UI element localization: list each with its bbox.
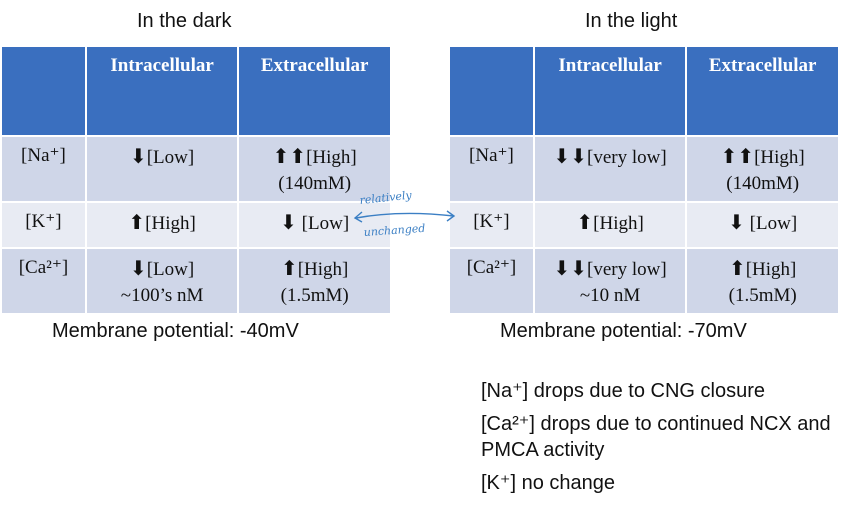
dark-k-extra-value: [Low] (296, 213, 350, 234)
relatively-unchanged-annotation: relatively unchanged (353, 190, 456, 239)
light-na-extra-sub: (140mM) (726, 173, 800, 194)
note-na: [Na⁺] drops due to CNG closure (481, 380, 766, 402)
light-na-extra-value: [High] (754, 147, 805, 168)
dark-row-k: [K⁺] ⬆[High] ⬇ [Low] (2, 203, 390, 247)
light-header-intracellular: Intracellular (534, 47, 686, 135)
dark-title: In the dark (137, 10, 232, 32)
dark-table: Intracellular Extracellular [Na⁺] ⬇[Low]… (0, 45, 392, 315)
light-ca-intra-value: [very low] (587, 259, 667, 280)
arrow-down-icon: ⬇ (129, 256, 147, 280)
dark-na-extra: ⬆⬆[High] (140mM) (239, 137, 390, 201)
dark-k-extra: ⬇ [Low] (239, 203, 390, 247)
light-header-extracellular: Extracellular (687, 47, 838, 135)
dark-header-intracellular: Intracellular (86, 47, 238, 135)
annotation-line-1: relatively (359, 190, 413, 207)
notes: [Na⁺] drops due to CNG closure [Ca²⁺] dr… (481, 378, 831, 503)
double-arrow-down-icon: ⬇⬇ (553, 256, 588, 280)
arrow-up-icon: ⬆ (576, 210, 594, 234)
dark-na-ion: [Na⁺] (2, 137, 85, 201)
dark-ca-intra-sub: ~100’s nM (120, 285, 204, 306)
dark-header-ion (2, 47, 85, 135)
light-ca-extra-sub: (1.5mM) (728, 285, 797, 306)
double-arrow-down-icon: ⬇⬇ (553, 144, 588, 168)
dark-na-intra: ⬇[Low] (86, 137, 238, 201)
light-k-ion: [K⁺] (450, 203, 533, 247)
arrow-up-icon: ⬆ (280, 256, 298, 280)
dark-row-ca: [Ca²⁺] ⬇[Low] ~100’s nM ⬆[High] (1.5mM) (2, 249, 390, 313)
light-na-extra: ⬆⬆[High] (140mM) (687, 137, 838, 201)
note-ca: [Ca²⁺] drops due to continued NCX and PM… (481, 413, 831, 461)
double-arrow-icon (355, 212, 455, 219)
arrow-down-icon: ⬇ (280, 210, 297, 234)
dark-row-na: [Na⁺] ⬇[Low] ⬆⬆[High] (140mM) (2, 137, 390, 201)
light-na-intra-value: [very low] (587, 147, 667, 168)
light-ca-intra: ⬇⬇[very low] ~10 nM (534, 249, 686, 313)
light-ca-intra-sub: ~10 nM (579, 285, 641, 306)
arrow-left-head-icon (353, 211, 363, 223)
dark-na-extra-value: [High] (306, 147, 357, 168)
arrow-down-icon: ⬇ (728, 210, 745, 234)
arrow-down-icon: ⬇ (129, 144, 147, 168)
light-title: In the light (585, 10, 678, 32)
light-ca-ion: [Ca²⁺] (450, 249, 533, 313)
dark-header-row: Intracellular Extracellular (2, 47, 390, 135)
light-row-ca: [Ca²⁺] ⬇⬇[very low] ~10 nM ⬆[High] (1.5mM) (450, 249, 838, 313)
double-arrow-up-icon: ⬆⬆ (272, 144, 307, 168)
light-membrane-potential: Membrane potential: -70mV (500, 320, 747, 342)
light-table: Intracellular Extracellular [Na⁺] ⬇⬇[ver… (448, 45, 840, 315)
light-row-k: [K⁺] ⬆[High] ⬇ [Low] (450, 203, 838, 247)
light-ca-extra: ⬆[High] (1.5mM) (687, 249, 838, 313)
dark-header-extracellular: Extracellular (239, 47, 390, 135)
dark-ca-extra-sub: (1.5mM) (280, 285, 349, 306)
dark-na-intra-value: [Low] (146, 147, 195, 168)
dark-k-intra: ⬆[High] (86, 203, 238, 247)
light-na-ion: [Na⁺] (450, 137, 533, 201)
light-k-extra: ⬇ [Low] (687, 203, 838, 247)
dark-ca-ion: [Ca²⁺] (2, 249, 85, 313)
dark-k-ion: [K⁺] (2, 203, 85, 247)
dark-na-extra-sub: (140mM) (278, 173, 352, 194)
light-header-row: Intracellular Extracellular (450, 47, 838, 135)
note-k: [K⁺] no change (481, 472, 615, 494)
dark-ca-intra-value: [Low] (146, 259, 195, 280)
arrow-right-head-icon (446, 210, 456, 222)
dark-membrane-potential: Membrane potential: -40mV (52, 320, 299, 342)
light-ca-extra-value: [High] (745, 259, 797, 280)
arrow-up-icon: ⬆ (128, 210, 146, 234)
light-na-intra: ⬇⬇[very low] (534, 137, 686, 201)
double-arrow-up-icon: ⬆⬆ (720, 144, 755, 168)
light-header-ion (450, 47, 533, 135)
light-row-na: [Na⁺] ⬇⬇[very low] ⬆⬆[High] (140mM) (450, 137, 838, 201)
dark-k-intra-value: [High] (145, 213, 196, 234)
dark-ca-intra: ⬇[Low] ~100’s nM (86, 249, 238, 313)
arrow-up-icon: ⬆ (728, 256, 746, 280)
annotation-line-2: unchanged (363, 222, 425, 239)
light-k-intra: ⬆[High] (534, 203, 686, 247)
light-k-extra-value: [Low] (744, 213, 798, 234)
dark-ca-extra: ⬆[High] (1.5mM) (239, 249, 390, 313)
dark-ca-extra-value: [High] (297, 259, 349, 280)
light-k-intra-value: [High] (593, 213, 644, 234)
